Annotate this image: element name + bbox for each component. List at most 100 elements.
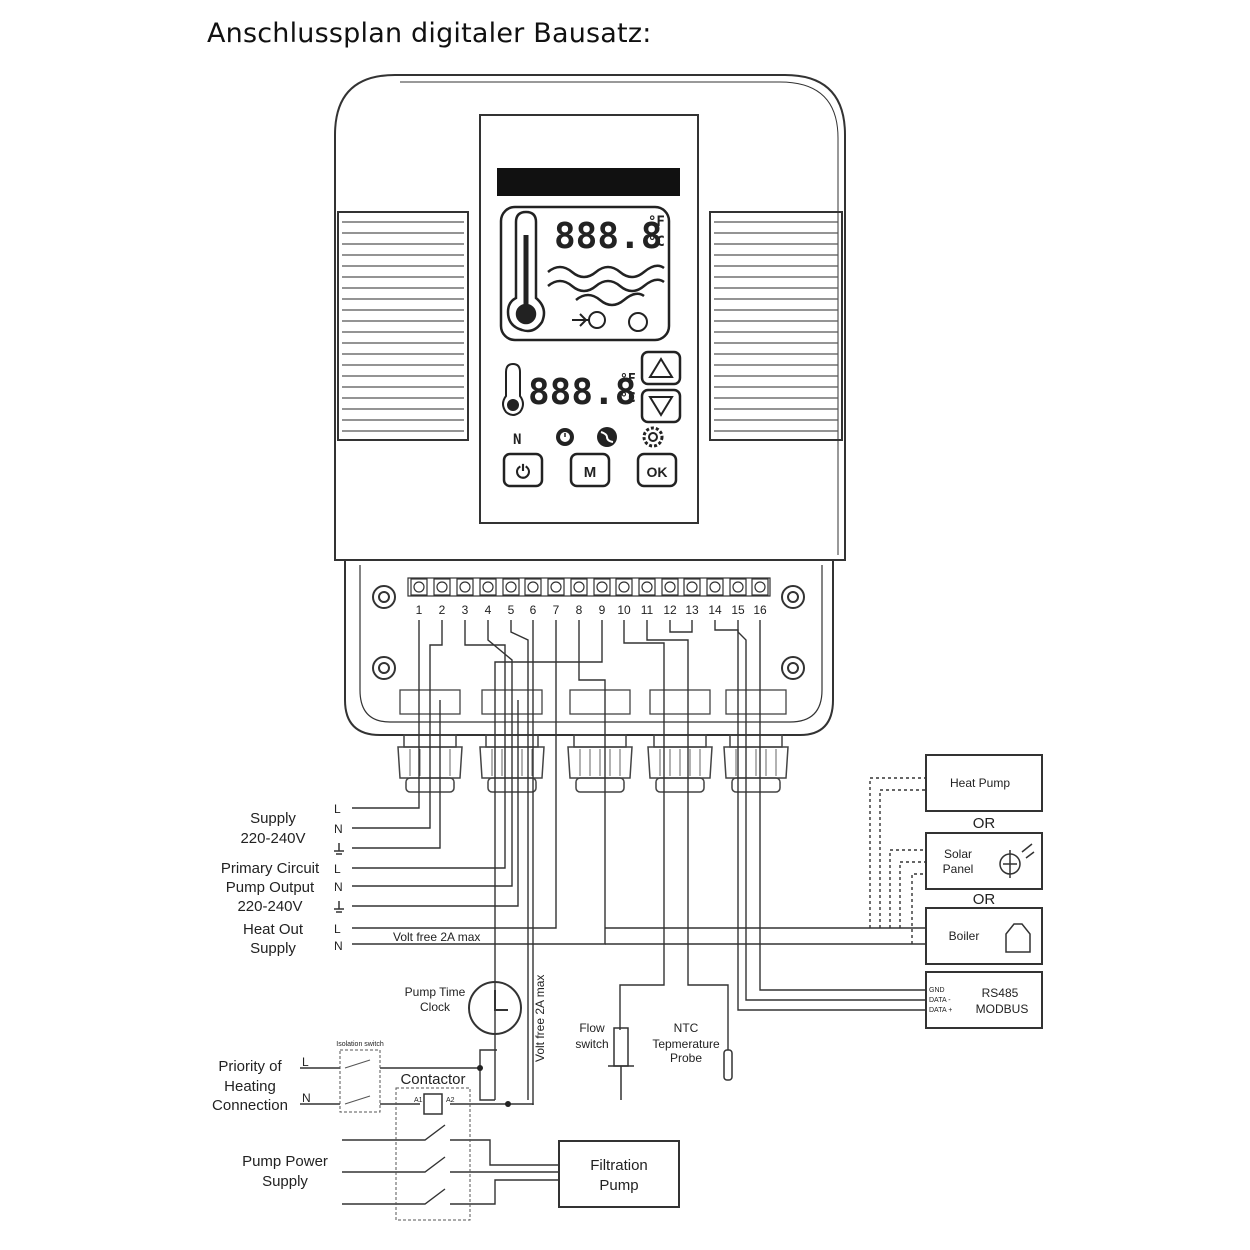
svg-text:Primary Circuit: Primary Circuit: [221, 860, 320, 877]
terminal-screw: [706, 578, 724, 596]
svg-text:Supply: Supply: [250, 940, 296, 957]
cable-gland: [569, 689, 631, 715]
terminal-screw: [638, 578, 656, 596]
svg-text:N: N: [334, 880, 343, 894]
svg-text:Contactor: Contactor: [400, 1071, 465, 1088]
unit-f-label: °F: [648, 214, 665, 230]
svg-text:N: N: [334, 939, 343, 953]
svg-text:Volt free 2A max: Volt free 2A max: [533, 975, 547, 1062]
terminal-screw: [570, 578, 588, 596]
unit-f-label-2: °F: [620, 372, 636, 387]
cable-glands: [397, 689, 789, 793]
svg-text:Solar: Solar: [944, 847, 972, 861]
terminal-number: 15: [731, 603, 745, 617]
annotations: Volt free 2A max Volt free 2A max Pump T…: [336, 930, 720, 1104]
wiring: [300, 620, 926, 1205]
water-waves-icon: [547, 264, 665, 307]
terminal-screw: [479, 578, 497, 596]
terminal-screw: [547, 578, 565, 596]
svg-text:Volt free 2A max: Volt free 2A max: [393, 930, 480, 944]
terminal-screw: [593, 578, 611, 596]
boiler-icon: [1005, 923, 1031, 953]
svg-text:L: L: [334, 862, 341, 876]
isolation-switch: [339, 1049, 381, 1113]
svg-text:Heat Out: Heat Out: [243, 921, 304, 938]
terminal-screw: [683, 578, 701, 596]
svg-text:N: N: [302, 1091, 311, 1105]
svg-text:Pump: Pump: [599, 1177, 638, 1194]
terminal-screw: [456, 578, 474, 596]
left-labels: Supply 220-240V Primary Circuit Pump Out…: [212, 810, 328, 1190]
filtration-pump-box: Filtration Pump: [558, 1140, 680, 1208]
svg-text:RS485: RS485: [982, 986, 1019, 1000]
terminal-screw: [502, 578, 520, 596]
mode-letter: N: [513, 432, 521, 448]
terminal-numbers: 1 2 3 4 5 6 7 8 9 10 11 12 13 14 15 16: [416, 603, 767, 617]
thermometer-icon: [506, 210, 546, 333]
svg-text:Probe: Probe: [670, 1051, 702, 1065]
terminal-number: 13: [685, 603, 699, 617]
terminal-number: 16: [753, 603, 767, 617]
svg-text:Heat Pump: Heat Pump: [950, 776, 1010, 790]
terminal-screw: [615, 578, 633, 596]
power-icon: ⏻: [516, 462, 531, 482]
lcd-main-frame: [499, 205, 671, 342]
ntc-probe-icon: [723, 1049, 733, 1081]
svg-text:Isolation switch: Isolation switch: [336, 1041, 384, 1048]
svg-text:Connection: Connection: [212, 1097, 288, 1114]
or-label: OR: [973, 891, 996, 908]
svg-text:Heating: Heating: [224, 1078, 276, 1095]
ground-icon: [334, 843, 344, 913]
svg-text:Supply: Supply: [250, 810, 296, 827]
flow-switch-icon: [608, 1027, 634, 1100]
svg-text:DATA -: DATA -: [929, 997, 951, 1004]
svg-text:GND: GND: [929, 987, 945, 994]
ok-button[interactable]: OK: [636, 452, 678, 488]
svg-text:Panel: Panel: [943, 862, 974, 876]
terminal-screw: [433, 578, 451, 596]
terminal-number: 5: [508, 603, 515, 617]
terminal-number: 14: [708, 603, 722, 617]
svg-text:Priority of: Priority of: [218, 1058, 282, 1075]
svg-text:Pump Power: Pump Power: [242, 1153, 328, 1170]
pump-icon: [572, 311, 606, 329]
solar-panel-box: Solar Panel: [925, 832, 1043, 890]
svg-text:Supply: Supply: [262, 1173, 308, 1190]
svg-text:220-240V: 220-240V: [237, 898, 302, 915]
cable-gland: [725, 689, 787, 715]
lcd-main-temp: 888.8: [554, 216, 662, 257]
svg-text:L: L: [334, 802, 341, 816]
or-label: OR: [973, 815, 996, 832]
up-arrow-button[interactable]: [640, 350, 682, 386]
svg-text:A2: A2: [446, 1097, 455, 1104]
svg-text:Filtration: Filtration: [590, 1157, 648, 1174]
fan-mode-icon: [597, 427, 617, 447]
terminal-screw: [661, 578, 679, 596]
power-button[interactable]: ⏻: [502, 452, 544, 488]
svg-text:Boiler: Boiler: [949, 929, 980, 943]
lcd-status-bar: [497, 168, 680, 196]
solar-panel-icon: [999, 843, 1035, 878]
terminal-number: 4: [485, 603, 492, 617]
controller-housing: [334, 74, 846, 561]
gear-icon: [642, 426, 664, 448]
terminal-number: 7: [553, 603, 560, 617]
clock-mode-icon: [556, 428, 574, 446]
vent-grille-right: [709, 211, 843, 441]
up-arrow-icon: [648, 357, 674, 378]
terminal-block: [410, 578, 769, 596]
down-arrow-button[interactable]: [640, 388, 682, 424]
pump-time-clock-icon: [468, 981, 522, 1035]
mode-button-label: M: [584, 464, 597, 481]
cable-gland: [649, 689, 711, 715]
svg-text:MODBUS: MODBUS: [976, 1002, 1029, 1016]
wire-dots: [477, 1065, 511, 1107]
terminal-number: 1: [416, 603, 423, 617]
mode-button[interactable]: M: [569, 452, 611, 488]
boiler-box: Boiler: [925, 907, 1043, 965]
heat-pump-box: Heat Pump: [925, 754, 1043, 812]
svg-text:L: L: [302, 1055, 309, 1069]
svg-text:A1: A1: [414, 1097, 423, 1104]
svg-text:Flow: Flow: [579, 1021, 605, 1035]
